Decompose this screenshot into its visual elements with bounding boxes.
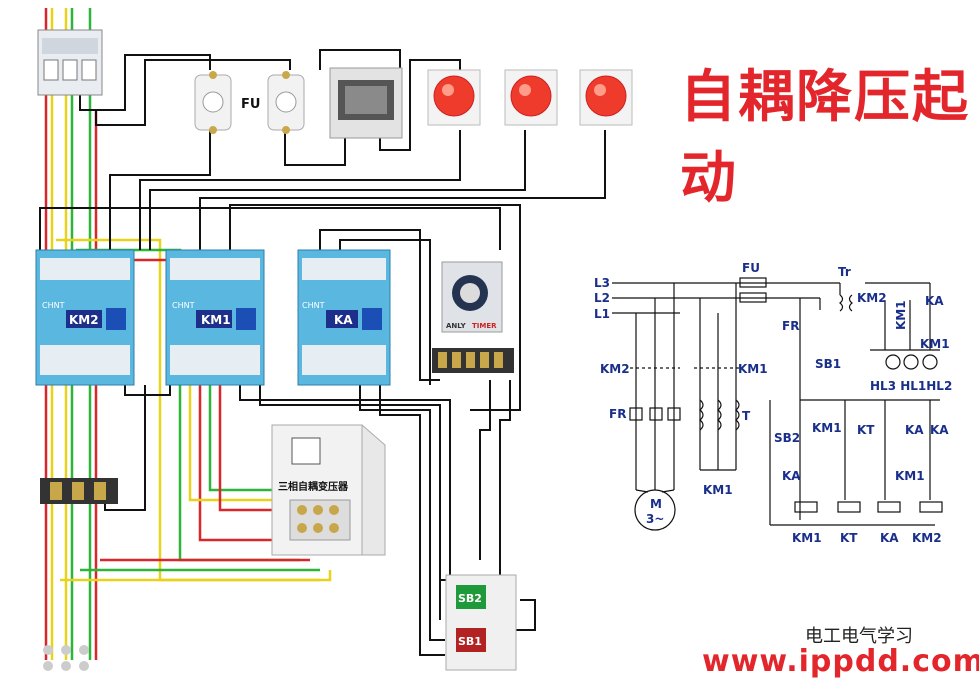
sch-km2-main: KM2 [600, 362, 630, 376]
km1-brand: CHNT [172, 301, 195, 310]
timer-relay [432, 261, 514, 373]
sch-l3: L3 [594, 276, 610, 290]
sch-t: T [742, 409, 751, 423]
sch-ka-aux: KA [925, 294, 944, 308]
sch-coil-kt: KT [840, 531, 858, 545]
contactor-km2 [35, 249, 135, 386]
control-transformer [329, 67, 403, 139]
sch-km2-aux: KM2 [857, 291, 887, 305]
sch-fu: FU [742, 261, 760, 275]
km2-label: KM2 [69, 313, 99, 327]
km1-label: KM1 [201, 313, 231, 327]
sch-fr: FR [782, 319, 799, 333]
sch-km1-aux-b: KM1 [920, 337, 950, 351]
sch-km1-ctl-b: KM1 [895, 469, 925, 483]
schematic [612, 277, 943, 531]
ka-brand: CHNT [302, 301, 325, 310]
sch-ka-ctl-b: KA [930, 423, 949, 437]
timer-tag: TIMER [472, 322, 497, 330]
sch-sb2: SB2 [774, 431, 800, 445]
relay-ka [297, 249, 391, 386]
ka-label: KA [334, 313, 353, 327]
site-watermark: www.ippdd.com [702, 644, 979, 679]
contactor-km1 [165, 249, 265, 386]
sch-kt-ctl: KT [857, 423, 875, 437]
sch-sb1: SB1 [815, 357, 841, 371]
timer-brand: ANLY [446, 322, 467, 330]
sch-l2: L2 [594, 291, 610, 305]
sch-fr-coil: FR [609, 407, 626, 421]
sch-coil-km2: KM2 [912, 531, 942, 545]
sch-km1-aux-a: KM1 [894, 300, 908, 330]
sch-km1-star: KM1 [703, 483, 733, 497]
circuit-breaker [37, 29, 103, 96]
sch-km1-main: KM1 [738, 362, 768, 376]
thermal-relay [40, 478, 118, 504]
sch-lamps: HL3 HL1HL2 [870, 379, 952, 393]
autotransformer-label: 三相自耦变压器 [278, 480, 349, 493]
fuse-label: FU [241, 97, 260, 112]
sch-ka-ctl-a: KA [905, 423, 924, 437]
sch-motor: M [650, 497, 662, 511]
km2-brand: CHNT [42, 301, 65, 310]
sch-motor-phase: 3~ [646, 512, 664, 526]
sch-km1-ctl: KM1 [812, 421, 842, 435]
sch-tr: Tr [838, 265, 851, 279]
control-wires [39, 30, 606, 656]
pushbuttons [445, 574, 517, 671]
brand-watermark: 电工电气学习 [805, 626, 913, 647]
sch-coil-ka: KA [880, 531, 899, 545]
motor-terminals [43, 645, 89, 671]
autotransformer [271, 424, 386, 556]
sch-l1: L1 [594, 307, 610, 321]
sch-ka-hold: KA [782, 469, 801, 483]
sb2-label: SB2 [458, 592, 482, 605]
sb1-label: SB1 [458, 635, 482, 648]
indicator-lamps [427, 69, 633, 126]
page-title: 自耦降压起动 [680, 65, 970, 211]
fuse-holders [194, 71, 305, 134]
sch-coil-km1: KM1 [792, 531, 822, 545]
